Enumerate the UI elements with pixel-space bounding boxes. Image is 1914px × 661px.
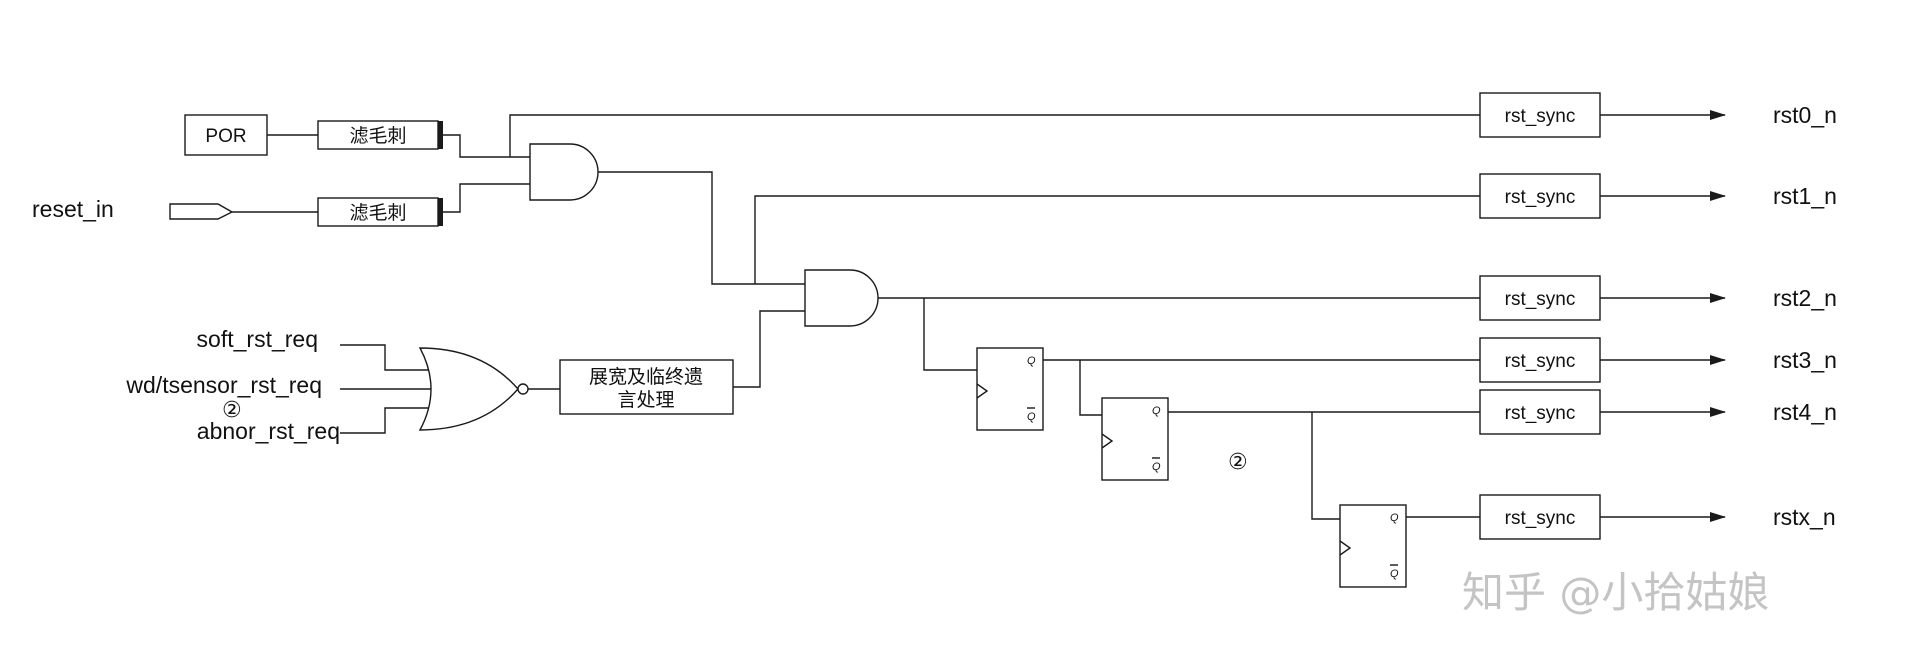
wire-ff1-ff2 [1079, 360, 1102, 416]
rst-sync-label-x: rst_sync [1505, 508, 1576, 529]
reset-in-label: reset_in [32, 196, 114, 222]
flip-flop-1: Q Q [976, 347, 1044, 431]
wire-and1-and2 [598, 171, 805, 285]
or-gate [418, 347, 519, 431]
ff2-q-label: Q [1152, 405, 1161, 417]
watermark: 知乎 @小拾姑娘 [1462, 568, 1769, 617]
reset-in-port [169, 203, 234, 220]
output-rst1: rst1_n [1773, 183, 1837, 209]
filter-block-1: 滤毛刺 [317, 120, 443, 150]
filter-block-2: 滤毛刺 [317, 197, 443, 227]
rst-sync-label-4: rst_sync [1505, 403, 1576, 424]
output-rstx: rstx_n [1773, 504, 1836, 530]
rst-sync-label-1: rst_sync [1505, 187, 1576, 208]
rst-sync-x: rst_sync [1479, 494, 1601, 540]
and-gate-1 [529, 143, 599, 201]
output-rst3: rst3_n [1773, 347, 1837, 373]
wire-rst0 [509, 114, 1480, 157]
abnor-rst-req-label: abnor_rst_req [197, 418, 340, 444]
wire-abnor [340, 407, 432, 434]
rst-sync-1: rst_sync [1479, 173, 1601, 219]
ff1-q-label: Q [1027, 355, 1036, 367]
stretch-block: 展宽及临终遗 言处理 [559, 359, 734, 415]
and-gate-2 [804, 269, 879, 327]
flip-flop-2: Q Q [1101, 397, 1169, 481]
rst-sync-4: rst_sync [1479, 389, 1601, 435]
wire-and2-ff1 [923, 298, 977, 371]
wire-stretch-and2 [733, 310, 805, 388]
wire-soft [340, 344, 432, 371]
wire-ff2-ff3 [1311, 412, 1340, 520]
soft-rst-req-label: soft_rst_req [197, 326, 318, 352]
flip-flop-3: Q Q [1339, 504, 1407, 588]
filter-label-2: 滤毛刺 [349, 202, 406, 224]
ff3-qbar-label: Q [1390, 568, 1399, 580]
stretch-label-line1: 展宽及临终遗 [589, 366, 703, 388]
ff1-qbar-label: Q [1027, 411, 1036, 423]
rst-sync-2: rst_sync [1479, 275, 1601, 321]
ff3-q-label: Q [1390, 512, 1399, 524]
por-block: POR [184, 114, 268, 156]
marker-1: ② [222, 398, 242, 423]
output-rst4: rst4_n [1773, 399, 1837, 425]
filter-label-1: 滤毛刺 [349, 125, 406, 147]
rst-sync-0: rst_sync [1479, 92, 1601, 138]
wire-filter1-and1 [443, 134, 530, 158]
output-rst2: rst2_n [1773, 285, 1837, 311]
rst-sync-label-3: rst_sync [1505, 351, 1576, 372]
wd-tsensor-rst-req-label: wd/tsensor_rst_req [125, 372, 322, 398]
rst-sync-label-2: rst_sync [1505, 289, 1576, 310]
rst-sync-3: rst_sync [1479, 337, 1601, 383]
marker-2: ② [1228, 450, 1248, 475]
output-rst0: rst0_n [1773, 102, 1837, 128]
ff2-qbar-label: Q [1152, 461, 1161, 473]
wire-rst1 [754, 195, 1480, 284]
stretch-label-line2: 言处理 [617, 389, 674, 411]
rst-sync-label-0: rst_sync [1505, 106, 1576, 127]
por-label: POR [205, 126, 246, 147]
wire-filter2-and1 [443, 183, 530, 213]
or-gate-inverter-bubble [517, 383, 529, 395]
